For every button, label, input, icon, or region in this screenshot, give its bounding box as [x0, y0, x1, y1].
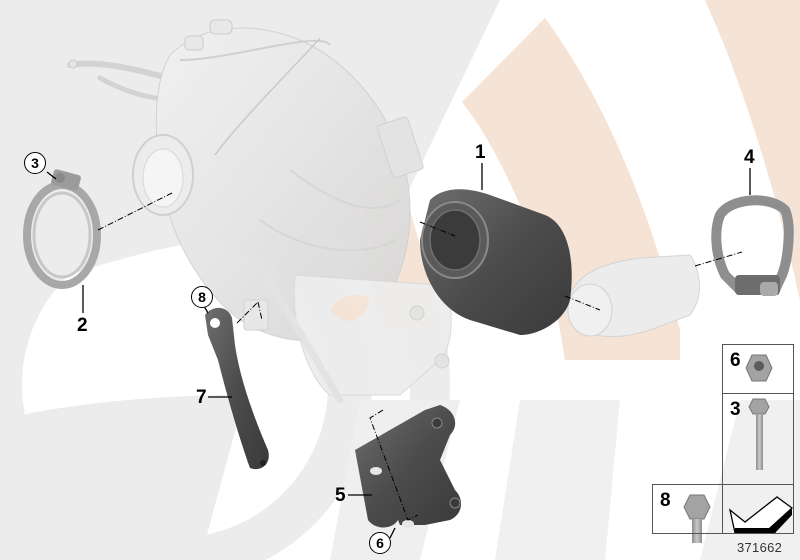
leader-lines [46, 163, 751, 539]
legend-box-long-bolt: 3 [722, 393, 794, 485]
diagram-id-label: 371662 [737, 540, 783, 555]
legend-box-hex-nut: 6 [722, 344, 794, 394]
part-5-bracket [355, 405, 462, 528]
callout-5: 5 [335, 485, 346, 506]
callout-1: 1 [475, 142, 486, 163]
callout-2: 2 [77, 315, 88, 336]
legend-icons [683, 354, 794, 543]
callout-4: 4 [744, 147, 755, 168]
dpf-housing [67, 19, 452, 404]
legend-label: 6 [730, 350, 741, 371]
callout-3-circled: 3 [24, 152, 46, 174]
assembly-lines [97, 192, 743, 521]
part-1-converter [420, 189, 572, 335]
legend-box-arrow-symbol [722, 484, 794, 534]
part-2-vband-ring [23, 169, 101, 289]
callout-6-circled: 6 [369, 532, 391, 554]
part-4-clamp [711, 195, 794, 296]
legend-label: 8 [660, 490, 671, 511]
part-7-strut [205, 307, 269, 470]
callout-8-circled: 8 [191, 286, 213, 308]
legend-label: 3 [730, 399, 741, 420]
legend-box-short-bolt: 8 [652, 484, 723, 534]
elbow-pipe [567, 254, 700, 338]
callout-7: 7 [196, 387, 207, 408]
